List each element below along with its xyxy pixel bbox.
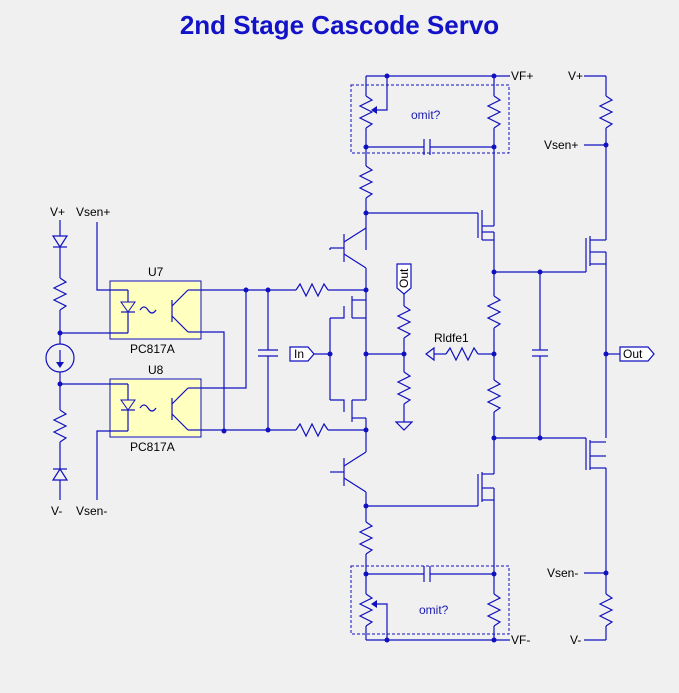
- label-pc817a-top: PC817A: [130, 342, 175, 356]
- opto-output-network: [201, 282, 366, 438]
- label-pc817a-bottom: PC817A: [130, 440, 175, 454]
- label-vf-minus: VF-: [511, 633, 530, 647]
- resistor-left-top: [52, 277, 68, 311]
- feedback-divider: [394, 292, 414, 431]
- label-out-port-right: Out: [623, 347, 643, 361]
- resistor-rldfe1: [425, 346, 494, 362]
- optocoupler-u8: [109, 378, 202, 438]
- left-supply-chain: [45, 220, 110, 500]
- label-u8: U8: [148, 363, 164, 377]
- label-omit-top: omit?: [411, 108, 441, 122]
- resistor-left-bottom: [52, 409, 68, 443]
- label-rldfe1: Rldfe1: [434, 331, 469, 345]
- center-stage: [312, 73, 510, 643]
- out-port-right: Out: [619, 346, 655, 362]
- label-v-minus-left: V-: [51, 504, 62, 518]
- label-omit-bottom: omit?: [419, 603, 449, 617]
- label-v-plus-left: V+: [50, 205, 65, 219]
- label-u7: U7: [148, 265, 164, 279]
- label-v-minus-right: V-: [570, 633, 581, 647]
- out-port-top: Out: [396, 263, 412, 295]
- label-vsen-plus-right: Vsen+: [544, 138, 578, 152]
- diode-top-left: [51, 235, 69, 249]
- label-vf-plus: VF+: [511, 69, 533, 83]
- label-vsen-plus-left: Vsen+: [76, 205, 110, 219]
- in-port: In: [289, 346, 315, 362]
- output-stage: [584, 75, 620, 641]
- optocoupler-u7: [109, 280, 202, 340]
- label-out-port-top: Out: [397, 268, 411, 288]
- diagram-title: 2nd Stage Cascode Servo: [179, 10, 500, 40]
- diode-bottom-left: [51, 467, 69, 481]
- right-center-column: [477, 147, 586, 574]
- label-vsen-minus-right: Vsen-: [547, 566, 578, 580]
- ground-symbol: [394, 421, 414, 431]
- label-v-plus-right: V+: [568, 69, 583, 83]
- label-vsen-minus-left: Vsen-: [76, 504, 107, 518]
- label-in-port: In: [294, 347, 304, 361]
